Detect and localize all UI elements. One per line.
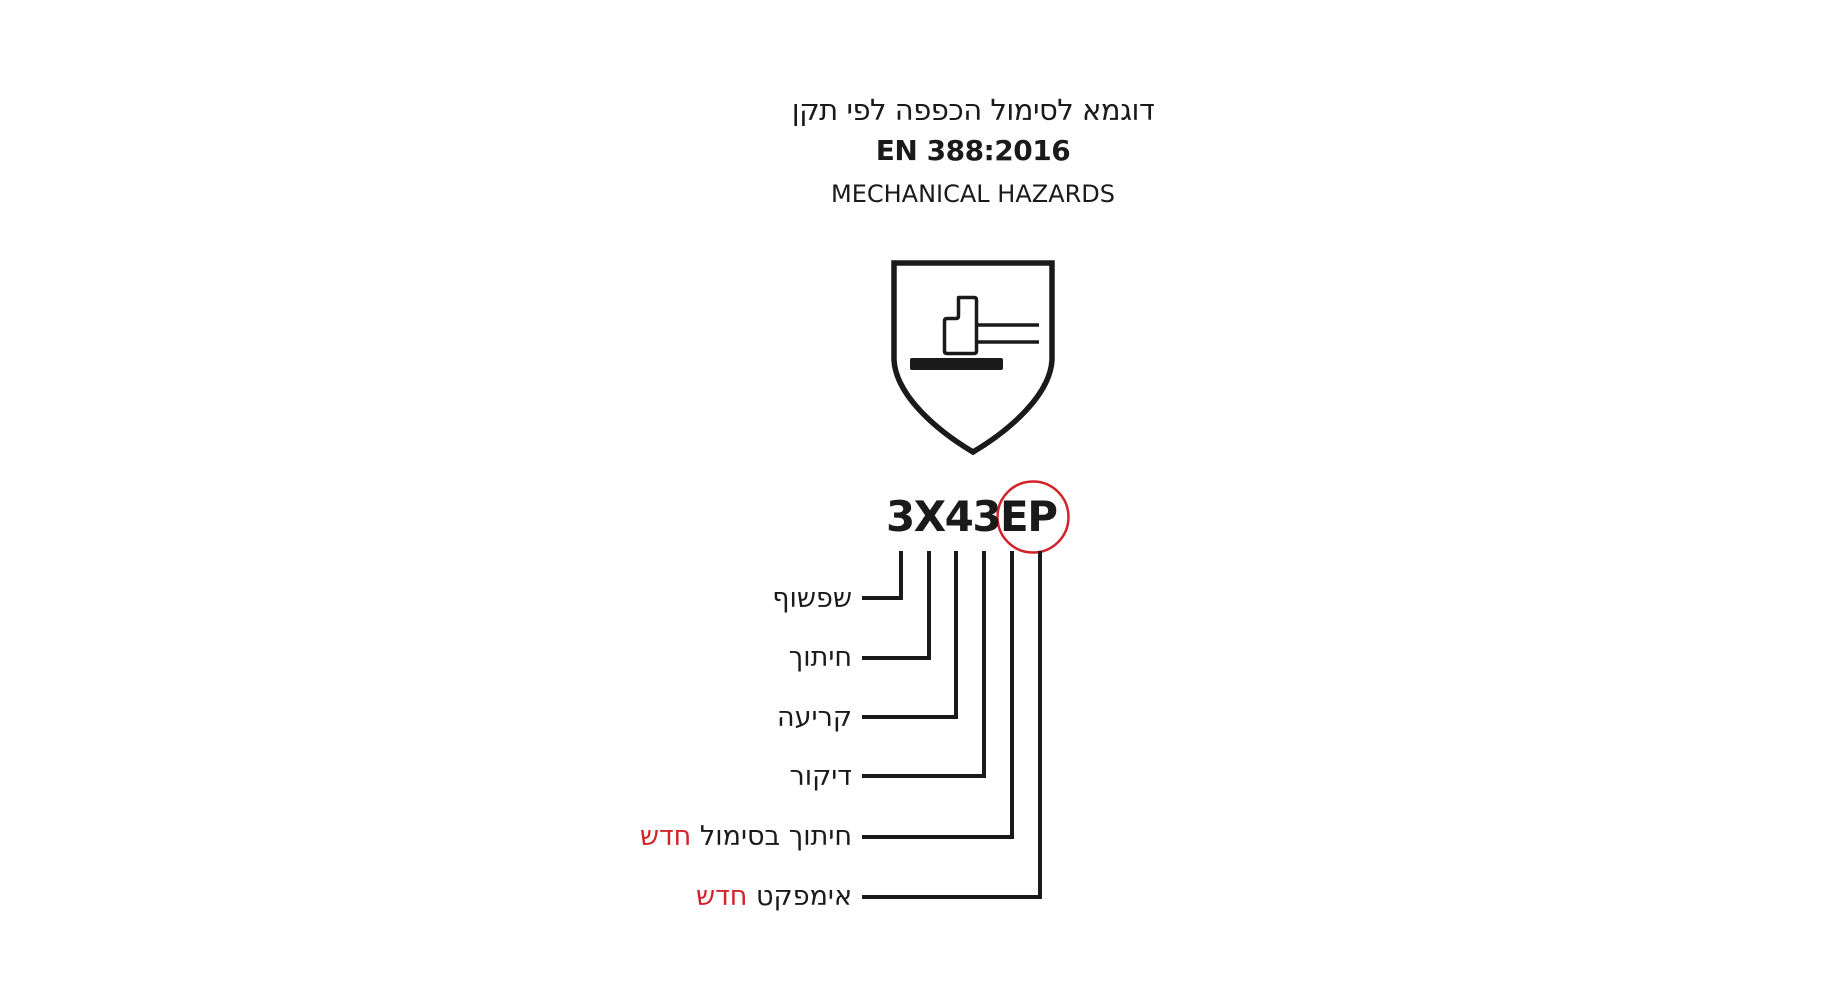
performance-code: 3X43EP bbox=[886, 492, 1058, 541]
label-puncture: דיקור bbox=[789, 760, 852, 794]
highlight-circle bbox=[996, 480, 1070, 554]
leader-lines bbox=[862, 551, 1042, 899]
label-abrasion: שפשוף bbox=[772, 582, 852, 616]
label-cut: חיתוך bbox=[789, 641, 852, 675]
leader-line-cut-iso bbox=[862, 551, 1014, 839]
label-impact: אימפקט חדש bbox=[696, 880, 852, 914]
label-text: קריעה bbox=[777, 702, 852, 733]
label-cut-iso: חיתוך בסימול חדש bbox=[640, 820, 852, 854]
label-tear: קריעה bbox=[777, 701, 852, 735]
leader-line-impact bbox=[862, 551, 1042, 899]
leader-line-abrasion bbox=[862, 551, 903, 600]
label-text: אימפקט bbox=[756, 881, 852, 912]
leader-line-cut bbox=[862, 551, 931, 660]
shield-hammer-icon bbox=[891, 260, 1055, 456]
new-badge: חדש bbox=[695, 881, 748, 912]
standard-title: EN 388:2016 bbox=[875, 134, 1071, 167]
label-text: חיתוך bbox=[788, 642, 852, 673]
new-badge: חדש bbox=[639, 821, 692, 852]
title-hebrew: דוגמא לסימול הכפפה לפי תקן bbox=[791, 93, 1155, 127]
label-text: דיקור bbox=[789, 761, 852, 792]
subtitle: MECHANICAL HAZARDS bbox=[830, 180, 1115, 208]
leader-line-tear bbox=[862, 551, 958, 719]
leader-line-puncture bbox=[862, 551, 986, 778]
label-text: שפשוף bbox=[772, 583, 852, 614]
label-text: חיתוך בסימול bbox=[699, 821, 852, 852]
